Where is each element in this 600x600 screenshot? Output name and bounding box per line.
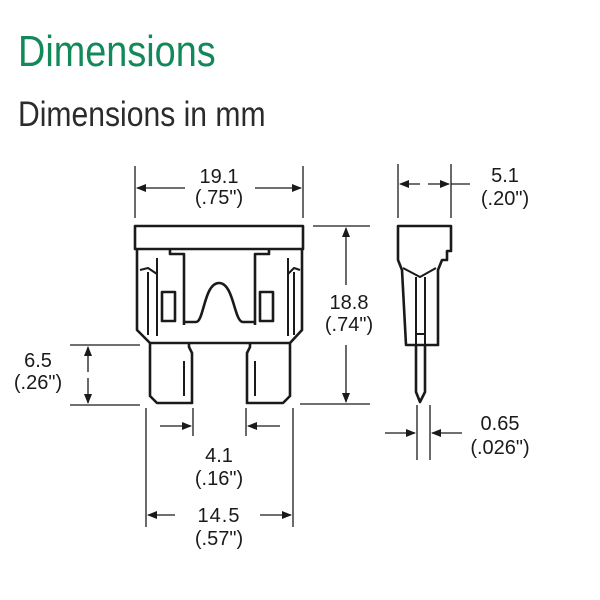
- fuse-body: [135, 249, 304, 345]
- right-window: [258, 290, 275, 323]
- blade-thickness-inch: (.026"): [470, 437, 529, 459]
- dim-blade-thickness: [385, 405, 462, 460]
- right-blade: [245, 343, 292, 405]
- overall-height-inch: (.74"): [325, 314, 373, 336]
- dim-blade-gap: [145, 408, 294, 527]
- overall-width-mm: 19.1: [200, 166, 239, 188]
- fuse-element: [184, 281, 255, 324]
- blade-gap-inch: (.16"): [195, 468, 243, 490]
- fuse-front-view: [133, 224, 305, 405]
- blade-length-mm: 6.5: [24, 350, 52, 372]
- overall-width-inch: (.75"): [195, 187, 243, 209]
- blade-gap-mm: 4.1: [205, 445, 233, 467]
- overall-height-mm: 18.8: [330, 292, 369, 314]
- fuse-side-view: [396, 224, 453, 404]
- dim-overall-height: [300, 225, 370, 405]
- blade-length-inch: (.26"): [14, 372, 62, 394]
- dim-side-thickness: [397, 164, 470, 218]
- dim-blade-length: [70, 344, 140, 406]
- side-blade: [414, 345, 427, 404]
- fuse-top-cap: [133, 224, 305, 251]
- blade-span-mm: 14.5: [198, 505, 241, 527]
- side-thickness-inch: (.20"): [481, 188, 529, 210]
- blade-thickness-mm: 0.65: [481, 413, 520, 435]
- page-subtitle: Dimensions in mm: [18, 95, 266, 134]
- left-blade: [148, 343, 194, 405]
- side-thickness-mm: 5.1: [491, 165, 519, 187]
- left-window: [160, 290, 177, 323]
- blade-span-inch: (.57"): [195, 528, 243, 550]
- dim-overall-width: [134, 166, 304, 218]
- page-title: Dimensions: [18, 27, 216, 76]
